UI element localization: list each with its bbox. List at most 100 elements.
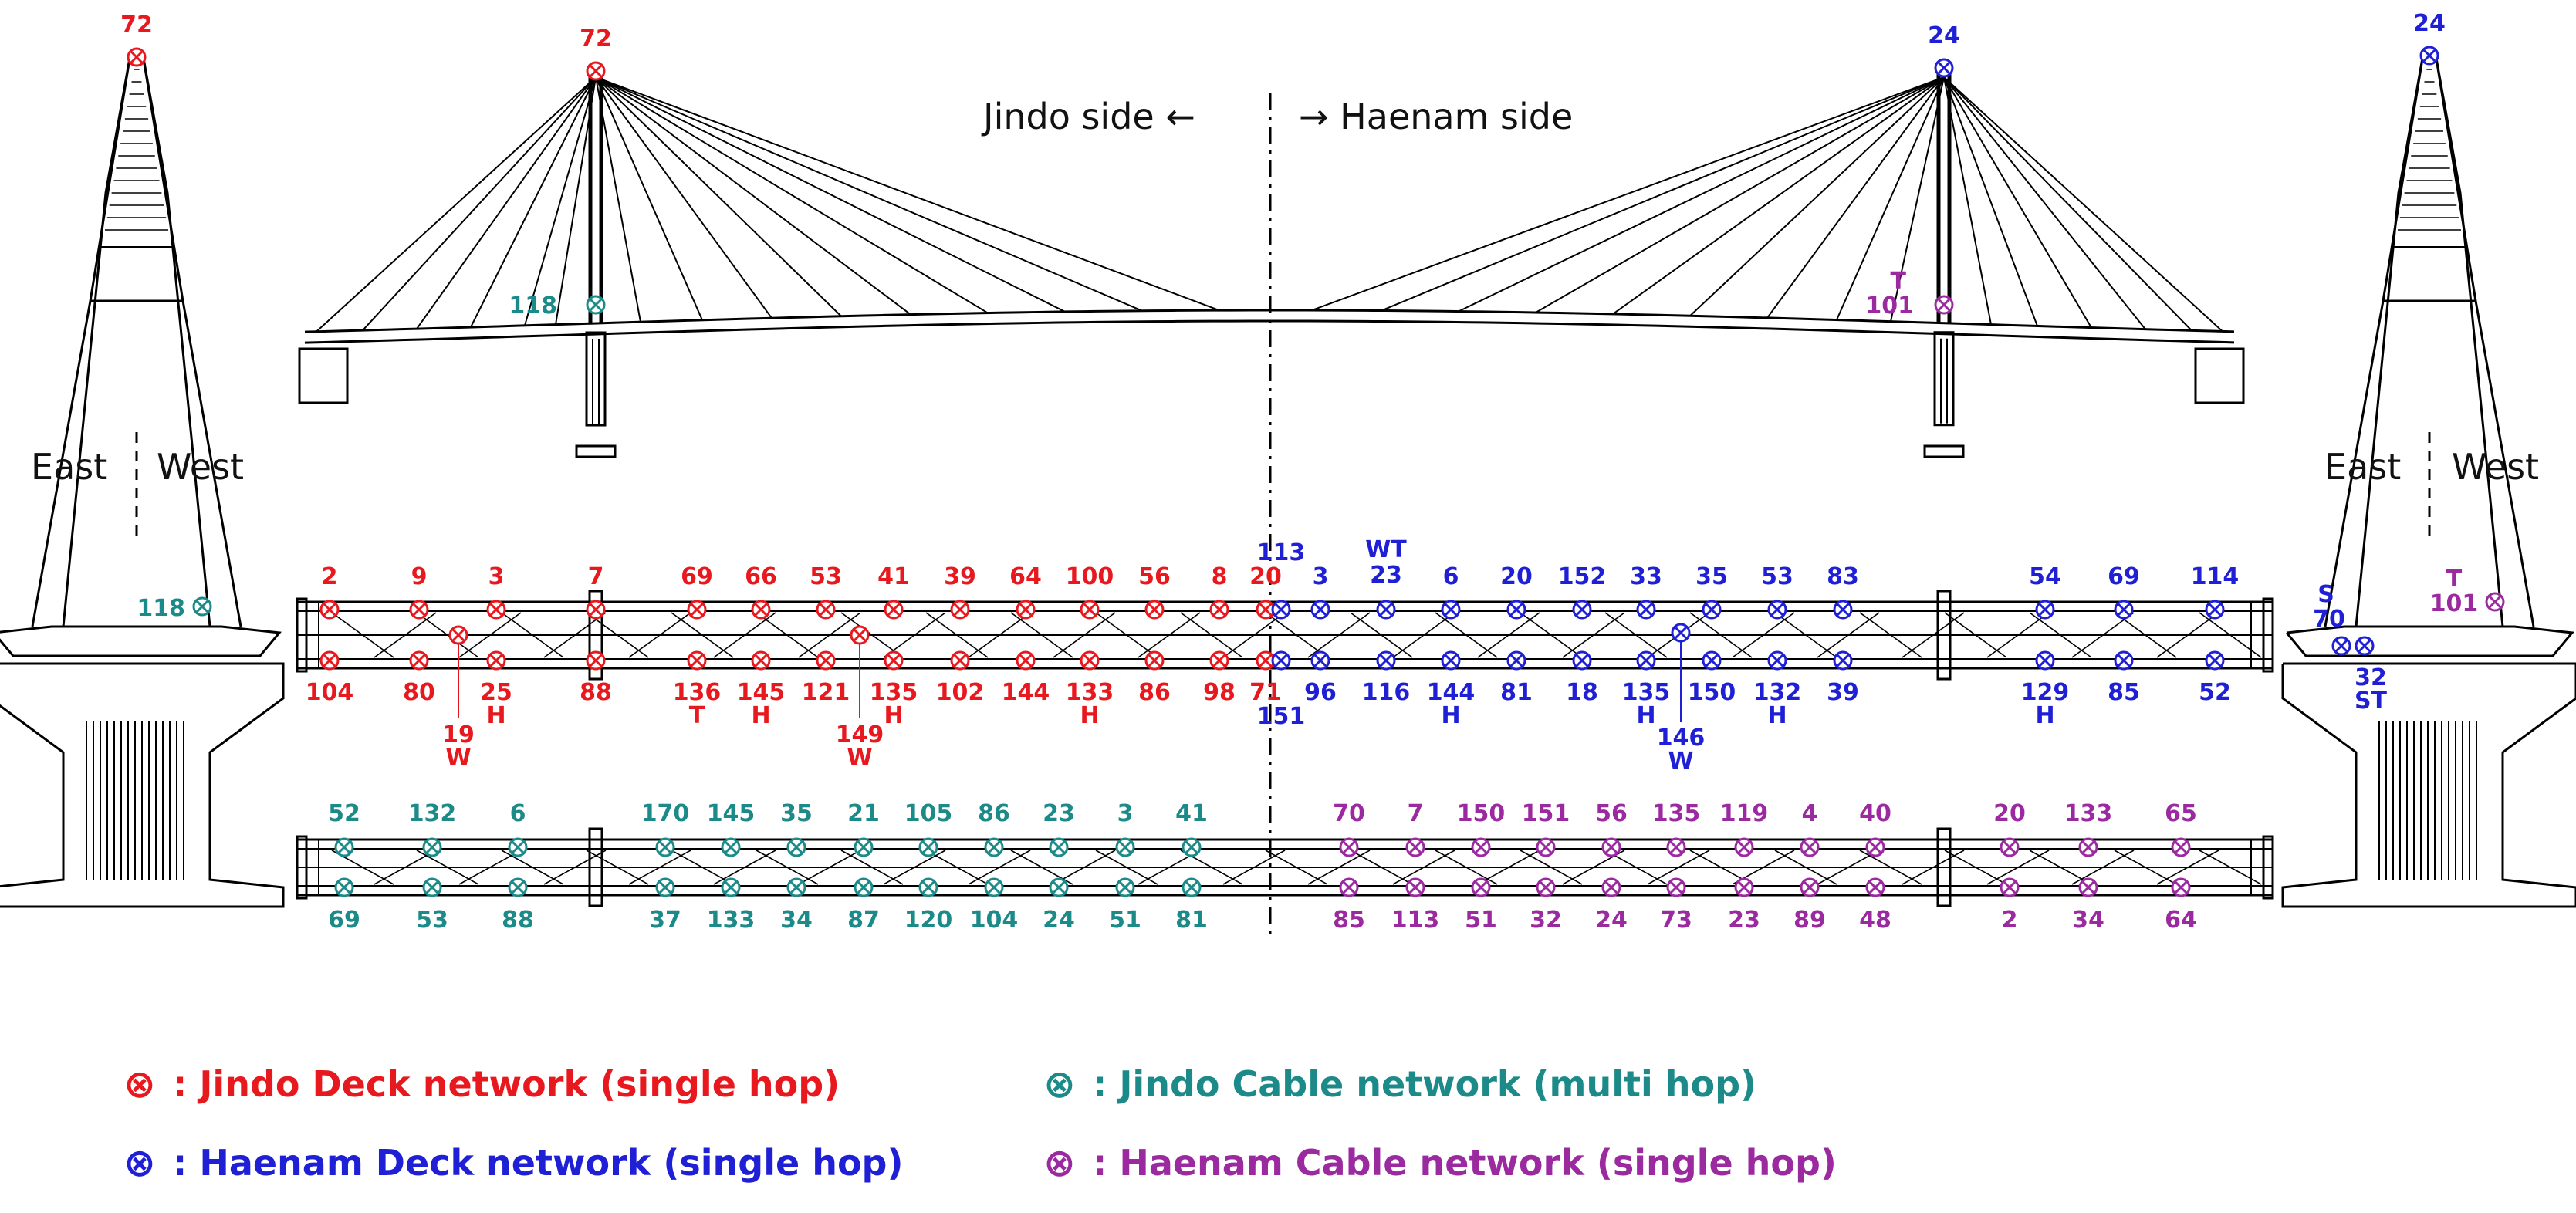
sensor-node-cross bbox=[1379, 654, 1393, 667]
cable-trace bbox=[628, 612, 691, 658]
sensor-node-cross bbox=[2488, 595, 2502, 609]
cable-trace bbox=[1902, 612, 1965, 658]
sensor-node-cross bbox=[2208, 603, 2222, 617]
node-label: 21 bbox=[847, 800, 880, 827]
sensor-node-cross bbox=[412, 654, 426, 667]
jindo-cable-node-23 bbox=[1049, 837, 1069, 857]
node-label: 119 bbox=[1720, 800, 1769, 827]
node-label: 25 bbox=[480, 679, 512, 706]
cable-trace bbox=[1392, 850, 1455, 885]
haenam-deck-node-53 bbox=[1767, 600, 1787, 620]
sensor-node-cross bbox=[789, 880, 803, 894]
cable-trace bbox=[671, 612, 734, 658]
sensor-node-cross bbox=[1019, 603, 1033, 617]
node-label: 86 bbox=[978, 800, 1010, 827]
node-label: 85 bbox=[1333, 907, 1365, 934]
sensor-node-cross bbox=[1259, 654, 1273, 667]
cable-trace bbox=[713, 612, 776, 658]
sensor-node-cross bbox=[1212, 654, 1226, 667]
node-label: 102 bbox=[936, 679, 985, 706]
sensor-node-cross bbox=[1509, 654, 1523, 667]
node-label: H bbox=[884, 702, 903, 729]
jindo-cable-node-53 bbox=[422, 877, 442, 897]
node-label: 66 bbox=[745, 563, 777, 590]
right-tower-node-70 bbox=[2331, 636, 2351, 656]
haenam-cable-node-89 bbox=[1800, 877, 1820, 897]
node-label: W bbox=[847, 745, 872, 772]
haenam-cable-node-133 bbox=[2078, 837, 2098, 857]
haenam-deck-node-6 bbox=[1441, 600, 1461, 620]
node-label: 23 bbox=[1043, 800, 1075, 827]
cable-trace bbox=[713, 850, 776, 885]
jindo-deck-node-88 bbox=[586, 650, 606, 671]
node-label: 24 bbox=[1043, 907, 1075, 934]
stay-cable bbox=[1612, 76, 1945, 315]
node-label: W bbox=[1668, 748, 1693, 775]
node-label: 120 bbox=[904, 907, 953, 934]
cable-trace bbox=[1604, 612, 1668, 658]
node-label: 3 bbox=[488, 563, 505, 590]
jindo-cable-node-145 bbox=[721, 837, 741, 857]
sensor-node-cross bbox=[1937, 298, 1951, 312]
sensor-node-cross bbox=[658, 880, 672, 894]
sensor-node-cross bbox=[819, 603, 833, 617]
node-label: 41 bbox=[877, 563, 910, 590]
haenam-cable-node-56 bbox=[1601, 837, 1621, 857]
node-label: 113 bbox=[1257, 539, 1306, 566]
sensor-node-cross bbox=[658, 840, 672, 854]
sensor-node-cross bbox=[337, 840, 351, 854]
cable-trace bbox=[1053, 850, 1116, 885]
node-label: 113 bbox=[1391, 907, 1440, 934]
right-tower-node-24 bbox=[2419, 46, 2439, 66]
haenam-deck-node-23 bbox=[1376, 600, 1396, 620]
sensor-node-cross bbox=[857, 840, 870, 854]
sensor-node-cross bbox=[953, 654, 967, 667]
cable-plan-end bbox=[2262, 835, 2274, 900]
right-tower-inner-left bbox=[2355, 53, 2425, 627]
node-label: 20 bbox=[1249, 563, 1282, 590]
node-label: 151 bbox=[1522, 800, 1570, 827]
haenam-deck-node-52 bbox=[2205, 650, 2225, 671]
stay-cable bbox=[555, 76, 597, 325]
sensor-node-cross bbox=[1052, 880, 1066, 894]
node-label: 81 bbox=[1500, 679, 1533, 706]
jindo-cable-node-34 bbox=[786, 877, 806, 897]
haenam-cable-node-40 bbox=[1865, 837, 1885, 857]
cable-trace bbox=[883, 850, 946, 885]
haenam-pylon-pier bbox=[1933, 331, 1955, 427]
cable-trace bbox=[1435, 850, 1498, 885]
cable-trace bbox=[1986, 850, 2050, 885]
sensor-node-cross bbox=[754, 603, 768, 617]
sensor-node-cross bbox=[1379, 603, 1393, 617]
node-label: 6 bbox=[1443, 563, 1459, 590]
node-label: 135 bbox=[870, 679, 918, 706]
jindo-side-label: Jindo side ← bbox=[983, 96, 1195, 137]
sensor-node-cross bbox=[2081, 880, 2095, 894]
cable-trace bbox=[1350, 612, 1413, 658]
sensor-node-cross bbox=[1313, 654, 1327, 667]
haenam-deck-node-69 bbox=[2114, 600, 2134, 620]
jindo-deck-node-121 bbox=[816, 650, 836, 671]
jindo-deck-node-3 bbox=[486, 600, 506, 620]
node-label: 81 bbox=[1175, 907, 1208, 934]
sensor-node-cross bbox=[2081, 840, 2095, 854]
node-label: 71 bbox=[1249, 679, 1282, 706]
cable-trace bbox=[1859, 612, 1922, 658]
left-tower-deck-section bbox=[0, 625, 282, 657]
node-label: 3 bbox=[1117, 800, 1134, 827]
sensor-node-cross bbox=[425, 880, 439, 894]
node-label: 145 bbox=[707, 800, 756, 827]
jindo-deck-node-145 bbox=[751, 650, 771, 671]
haenam-cable-node-64 bbox=[2171, 877, 2191, 897]
stay-cable bbox=[595, 76, 989, 314]
node-label: 96 bbox=[1304, 679, 1337, 706]
stay-cable bbox=[595, 76, 1066, 313]
cable-trace bbox=[798, 850, 861, 885]
legend-label: : Jindo Cable network (multi hop) bbox=[1092, 1063, 1757, 1105]
sensor-node-cross bbox=[2358, 639, 2371, 653]
node-label: S bbox=[2317, 581, 2334, 608]
sensor-node-cross bbox=[1669, 840, 1683, 854]
node-label: 48 bbox=[1859, 907, 1891, 934]
elevation-node-72 bbox=[586, 61, 606, 81]
node-label: 135 bbox=[1652, 800, 1701, 827]
